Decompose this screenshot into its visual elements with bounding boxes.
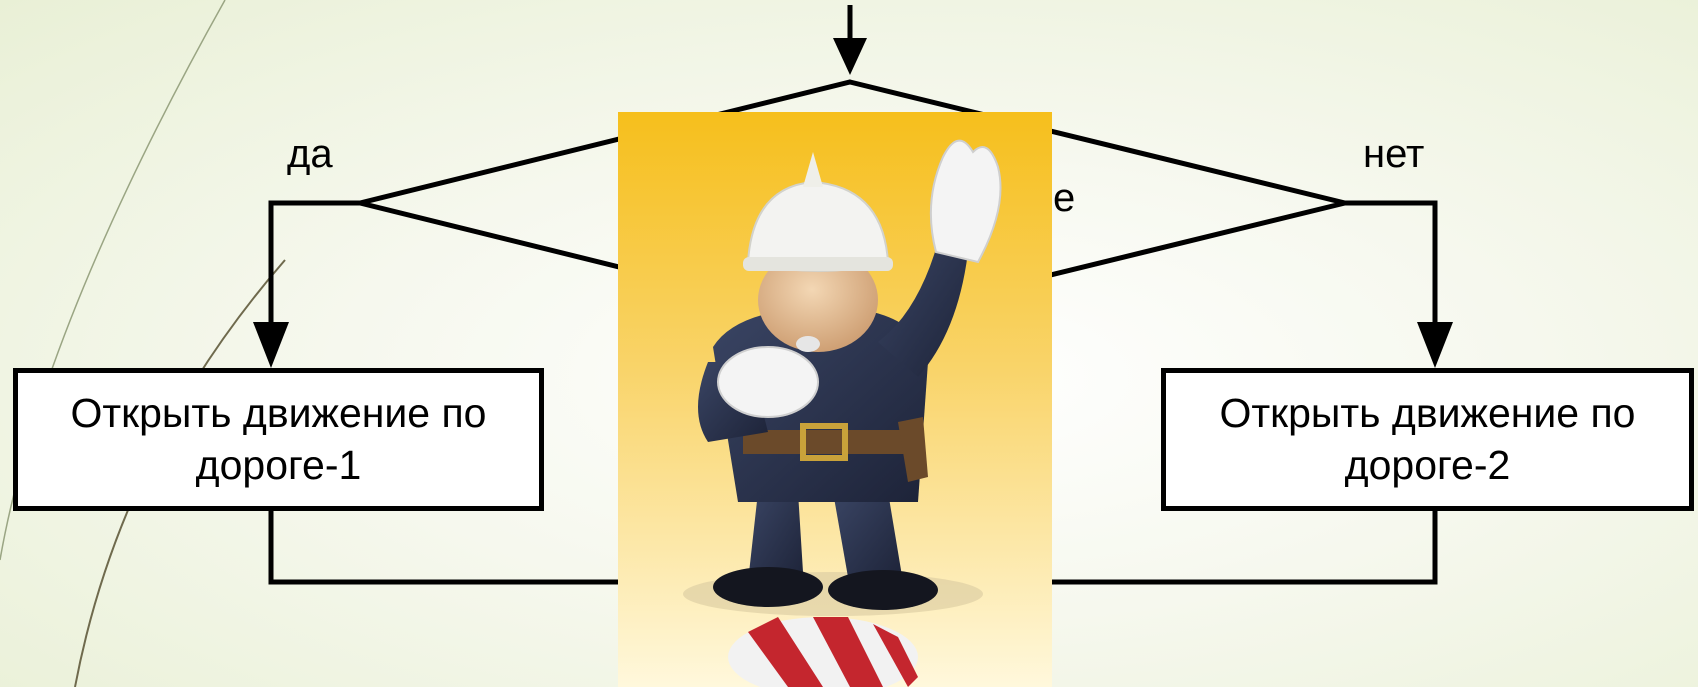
yes-label: да bbox=[287, 134, 333, 174]
entry-arrowhead bbox=[833, 38, 867, 75]
no-branch-line bbox=[1345, 203, 1435, 322]
no-arrowhead bbox=[1417, 322, 1453, 368]
traffic-policeman-illustration bbox=[618, 112, 1052, 687]
action-box-road-1: Открыть движение по дороге-1 bbox=[13, 368, 544, 511]
yes-branch-line bbox=[271, 203, 360, 330]
action-box-road-2: Открыть движение по дороге-2 bbox=[1161, 368, 1694, 511]
yes-arrowhead bbox=[253, 322, 289, 368]
merge-line-left bbox=[271, 508, 640, 582]
condition-text-fragment: е bbox=[1053, 178, 1075, 218]
merge-line-right bbox=[1045, 508, 1435, 582]
no-label: нет bbox=[1363, 134, 1424, 174]
